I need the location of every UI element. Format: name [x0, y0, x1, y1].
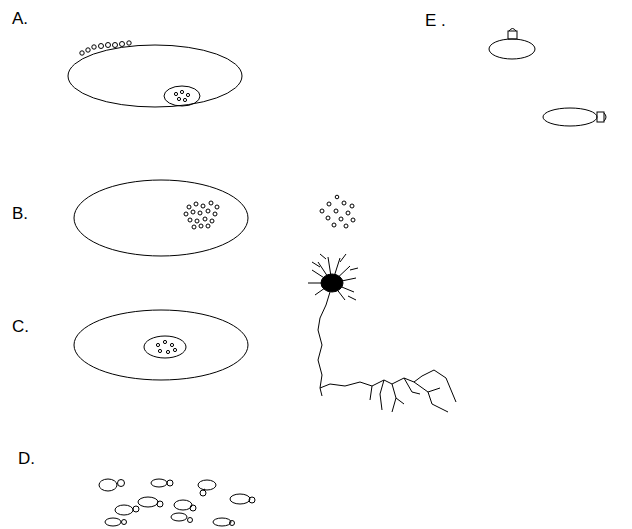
panel-letter: D. [18, 450, 35, 467]
nucleus [164, 86, 200, 106]
panel-letter: C. [12, 318, 29, 335]
nucleus-dots [156, 340, 176, 353]
neuron [308, 254, 456, 412]
cell-outline [74, 310, 248, 380]
vesicle-outline [543, 108, 597, 126]
attached-particle [604, 113, 606, 121]
vesicle-group [99, 479, 255, 526]
granule-cluster [184, 201, 219, 229]
panel-letter: E . [425, 12, 446, 29]
granule-cluster [320, 195, 355, 228]
cell-outline [74, 180, 248, 256]
panel-letter: B. [12, 205, 28, 222]
nucleus-dots [174, 90, 189, 101]
attached-particle [508, 31, 517, 39]
nucleus [144, 336, 186, 358]
attached-particle [509, 29, 516, 32]
attached-particle [597, 112, 604, 122]
cell-outline [68, 45, 242, 107]
vesicle-group [80, 41, 131, 55]
vesicle-outline [489, 39, 535, 59]
panel-letter: A. [12, 10, 28, 27]
